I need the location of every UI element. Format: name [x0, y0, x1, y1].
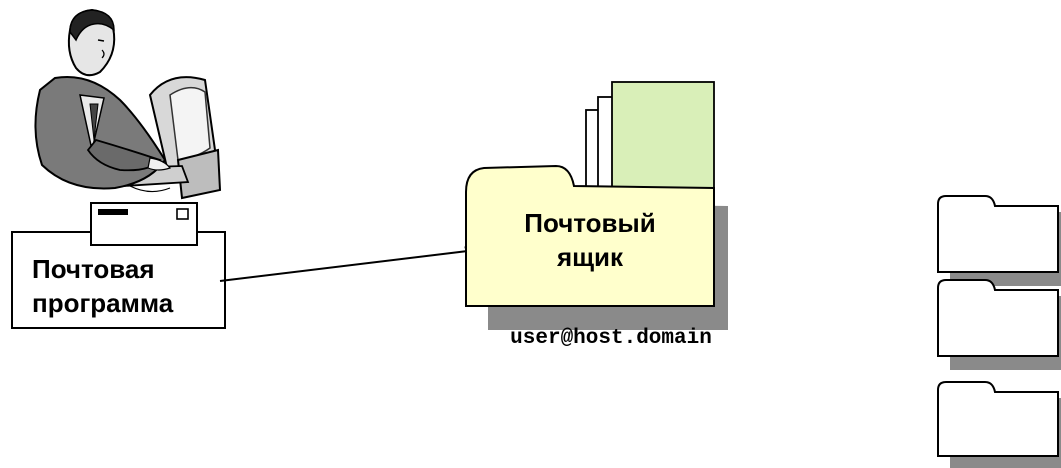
mail-client-label-line1: Почтовая — [32, 254, 155, 284]
send-arrow — [219, 246, 477, 282]
envelope-icon — [90, 202, 198, 246]
mailbox-address: user@host.domain — [510, 327, 712, 350]
mailbox-folder: Почтовый ящик — [465, 81, 728, 330]
folder-icon — [937, 279, 1061, 370]
mailbox-label-line1: Почтовый — [524, 208, 655, 238]
mailbox-label-line2: ящик — [556, 242, 624, 272]
folder-icon — [937, 381, 1061, 468]
folder-icon — [465, 164, 715, 307]
mail-client-label-line2: программа — [32, 288, 174, 318]
folder-stack — [937, 195, 1061, 468]
folder-icon — [937, 195, 1061, 286]
user-at-computer-icon — [34, 8, 222, 200]
mail-client-box: Почтовая программа — [11, 231, 226, 329]
